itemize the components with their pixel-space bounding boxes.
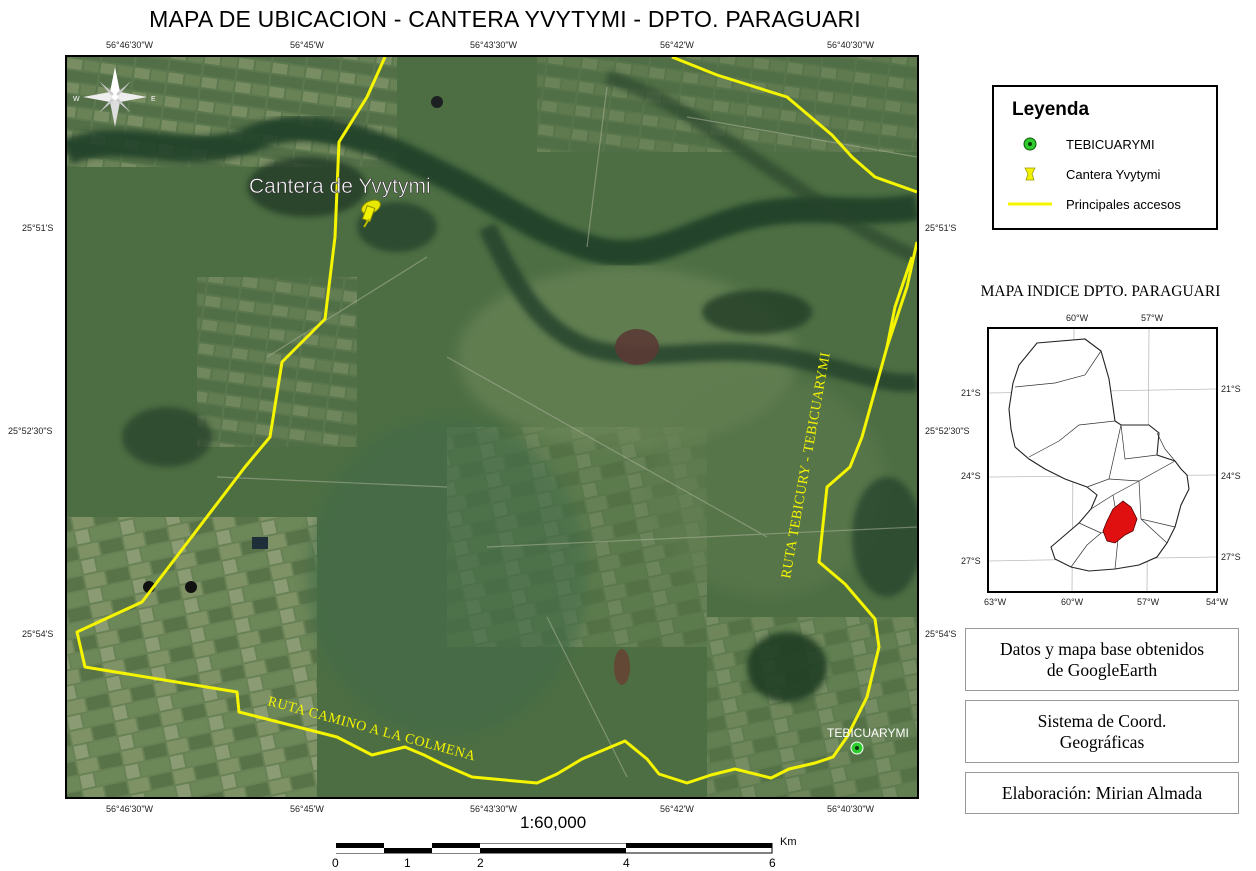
coord-system-line1: Sistema de Coord. xyxy=(1037,710,1167,731)
yellow-pin-icon xyxy=(1006,163,1054,185)
index-map[interactable] xyxy=(987,327,1218,593)
compass-rose-icon xyxy=(83,67,147,127)
index-tick-bottom: 57°W xyxy=(1137,597,1160,607)
wetland-area xyxy=(307,417,587,737)
index-tick-top: 57°W xyxy=(1141,313,1164,323)
satellite-map[interactable]: W E Cantera de Yvytymi TEBICUARYMI RUTA … xyxy=(65,55,919,799)
scale-bar-graphic xyxy=(335,842,773,854)
river-forest xyxy=(478,222,917,392)
cantera-label: Cantera de Yvytymi xyxy=(249,175,431,198)
lon-tick-bottom: 56°45'W xyxy=(290,804,324,814)
scale-ratio: 1:60,000 xyxy=(520,813,587,832)
forest-patch xyxy=(357,202,437,252)
scale-label: 2 xyxy=(477,856,484,870)
legend-label: Cantera Yvytymi xyxy=(1066,166,1161,182)
legend-label: TEBICUARYMI xyxy=(1066,136,1155,152)
data-source-box: Datos y mapa base obtenidos de GoogleEar… xyxy=(965,628,1239,691)
scale-label: 1 xyxy=(404,856,411,870)
field-patch xyxy=(197,277,357,447)
compass-west-label: W xyxy=(73,96,80,103)
grassland-area xyxy=(647,377,887,597)
bare-soil-patch xyxy=(614,649,630,685)
index-map-title: MAPA INDICE DPTO. PARAGUARI xyxy=(980,283,1221,300)
legend-box: Leyenda TEBICUARYMI Cantera Yvytymi Prin… xyxy=(992,85,1218,230)
index-tick-left: 24°S xyxy=(961,471,981,481)
bare-soil-patch xyxy=(615,329,659,365)
lon-tick-top: 56°42'W xyxy=(660,40,694,50)
scale-label: 0 xyxy=(332,856,339,870)
scale-unit: Km xyxy=(780,836,797,848)
town-label: TEBICUARYMI xyxy=(827,726,909,740)
legend-label: Principales accesos xyxy=(1066,196,1181,212)
yellow-pin-icon[interactable] xyxy=(359,197,382,228)
legend-item-town: TEBICUARYMI xyxy=(1006,133,1155,155)
lon-tick-bottom: 56°42'W xyxy=(660,804,694,814)
pond xyxy=(252,537,268,549)
lat-tick-left: 25°54'S xyxy=(22,629,54,639)
field-patch xyxy=(67,517,317,797)
index-map-canvas xyxy=(989,329,1216,591)
lon-tick-top: 56°40'30"W xyxy=(827,40,875,50)
lat-tick-right: 25°51'S xyxy=(925,223,957,233)
index-tick-right: 21°S xyxy=(1221,384,1241,394)
data-source-line2: de GoogleEarth xyxy=(1046,659,1158,680)
forest-patch xyxy=(852,477,917,597)
data-source-line1: Datos y mapa base obtenidos xyxy=(999,638,1205,659)
scale-bar xyxy=(335,842,776,862)
index-tick-right: 24°S xyxy=(1221,471,1241,481)
forest-patch xyxy=(122,407,212,467)
main-roads xyxy=(75,57,917,785)
lon-tick-bottom: 56°46'30"W xyxy=(106,804,154,814)
legend-title: Leyenda xyxy=(1012,99,1090,120)
yellow-line-icon xyxy=(1006,193,1054,215)
map-title: MAPA DE UBICACION - CANTERA YVYTYMI - DP… xyxy=(149,6,861,32)
lon-tick-bottom: 56°43'30"W xyxy=(470,804,518,814)
lon-tick-bottom: 56°40'30"W xyxy=(827,804,875,814)
legend-item-cantera: Cantera Yvytymi xyxy=(1006,163,1160,185)
author-text: Elaboración: Mirian Almada xyxy=(1001,782,1203,803)
lon-tick-top: 56°45'W xyxy=(290,40,324,50)
forest-patch xyxy=(702,290,812,334)
index-tick-bottom: 60°W xyxy=(1061,597,1084,607)
lon-tick-top: 56°46'30"W xyxy=(106,40,154,50)
satellite-map-canvas: W E Cantera de Yvytymi TEBICUARYMI RUTA … xyxy=(67,57,917,797)
lat-tick-right: 25°54'S xyxy=(925,629,957,639)
lon-tick-top: 56°43'30"W xyxy=(470,40,518,50)
index-tick-right: 27°S xyxy=(1221,552,1241,562)
dirt-tracks xyxy=(216,86,917,778)
river-forest xyxy=(67,115,917,267)
index-tick-left: 27°S xyxy=(961,556,981,566)
coord-system-box: Sistema de Coord. Geográficas xyxy=(965,700,1239,763)
lat-tick-right: 25°52'30"S xyxy=(925,426,970,436)
pond xyxy=(431,96,443,108)
index-tick-top: 60°W xyxy=(1066,313,1089,323)
index-tick-bottom: 54°W xyxy=(1206,597,1229,607)
scale-label: 4 xyxy=(623,856,630,870)
paraguari-department xyxy=(1102,500,1138,544)
green-dot-icon xyxy=(1006,133,1054,155)
coord-system-line2: Geográficas xyxy=(1059,731,1145,752)
lat-tick-left: 25°52'30"S xyxy=(8,426,53,436)
river-forest xyxy=(604,70,917,264)
author-box: Elaboración: Mirian Almada xyxy=(965,772,1239,814)
town-point-center xyxy=(855,746,859,750)
compass-east-label: E xyxy=(151,96,156,103)
forest-patch xyxy=(747,632,827,702)
pond xyxy=(185,581,197,593)
index-tick-left: 21°S xyxy=(961,388,981,398)
paraguay-outline xyxy=(1008,338,1190,572)
scale-label: 6 xyxy=(769,856,776,870)
lat-tick-left: 25°51'S xyxy=(22,223,54,233)
index-tick-bottom: 63°W xyxy=(984,597,1007,607)
legend-item-roads: Principales accesos xyxy=(1006,193,1181,215)
